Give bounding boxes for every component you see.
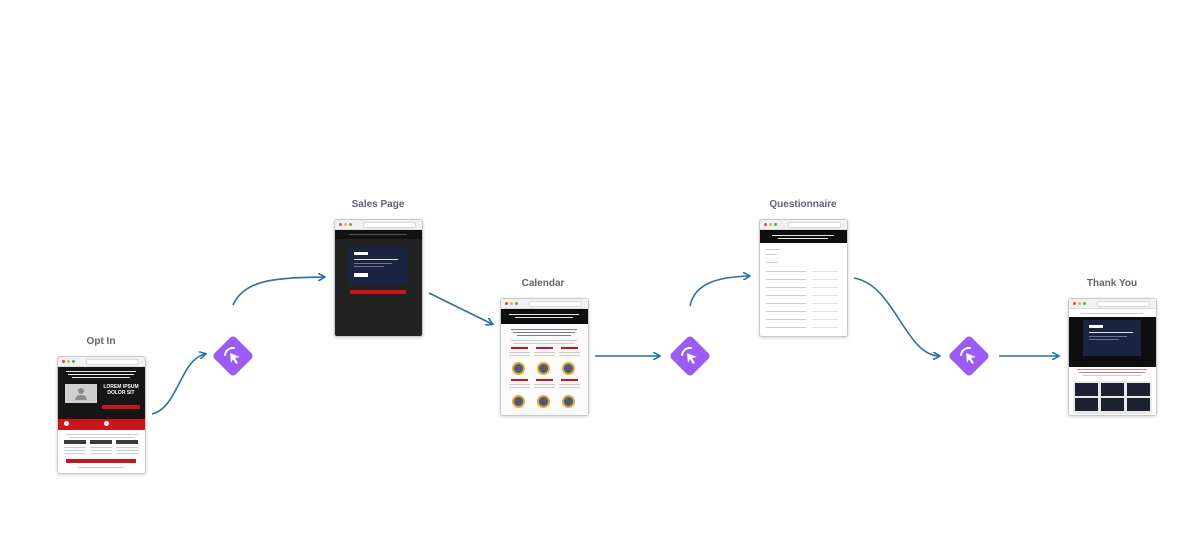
connector-click-to-questionnaire bbox=[689, 276, 749, 307]
user-silhouette-icon bbox=[78, 388, 84, 394]
sales-cta bbox=[350, 290, 406, 294]
browser-chrome bbox=[501, 299, 588, 309]
stage-label-thank-you: Thank You bbox=[1086, 278, 1138, 289]
avatar bbox=[512, 362, 525, 375]
browser-chrome bbox=[760, 220, 847, 230]
pointer-click-icon bbox=[224, 346, 240, 364]
browser-chrome bbox=[58, 357, 145, 367]
stage-label-opt-in: Opt In bbox=[86, 336, 116, 347]
pointer-click-icon bbox=[960, 346, 976, 364]
stage-label-sales-page: Sales Page bbox=[351, 199, 405, 210]
avatar bbox=[512, 395, 525, 408]
avatar bbox=[562, 395, 575, 408]
connector-sales-to-calendar bbox=[428, 292, 492, 324]
connector-optin-to-click bbox=[151, 354, 205, 415]
page-thumbnail-calendar[interactable] bbox=[500, 298, 589, 416]
stage-label-calendar: Calendar bbox=[521, 278, 565, 289]
click-node-3[interactable] bbox=[948, 335, 990, 377]
video-player-logo-icon bbox=[354, 252, 368, 255]
browser-chrome bbox=[335, 220, 422, 230]
video-player-logo-icon bbox=[1089, 325, 1103, 328]
click-node-1[interactable] bbox=[212, 335, 254, 377]
opt-in-cta bbox=[102, 405, 140, 409]
avatar bbox=[537, 362, 550, 375]
pointer-click-icon bbox=[681, 346, 697, 364]
video-embed bbox=[348, 247, 408, 285]
opt-in-headline: LOREM IPSUM DOLOR SIT bbox=[103, 384, 139, 396]
connector-click-to-sales bbox=[232, 277, 324, 306]
avatar bbox=[537, 395, 550, 408]
video-placeholder bbox=[65, 384, 97, 403]
video-embed bbox=[1083, 320, 1141, 356]
browser-chrome bbox=[1069, 299, 1156, 309]
avatar bbox=[562, 362, 575, 375]
page-thumbnail-thank-you[interactable] bbox=[1068, 298, 1157, 416]
page-thumbnail-opt-in[interactable]: LOREM IPSUM DOLOR SIT bbox=[57, 356, 146, 474]
page-thumbnail-sales-page[interactable] bbox=[334, 219, 423, 337]
stage-label-questionnaire: Questionnaire bbox=[769, 199, 837, 210]
connector-questionnaire-to-click bbox=[853, 277, 939, 356]
click-node-2[interactable] bbox=[669, 335, 711, 377]
page-thumbnail-questionnaire[interactable] bbox=[759, 219, 848, 337]
